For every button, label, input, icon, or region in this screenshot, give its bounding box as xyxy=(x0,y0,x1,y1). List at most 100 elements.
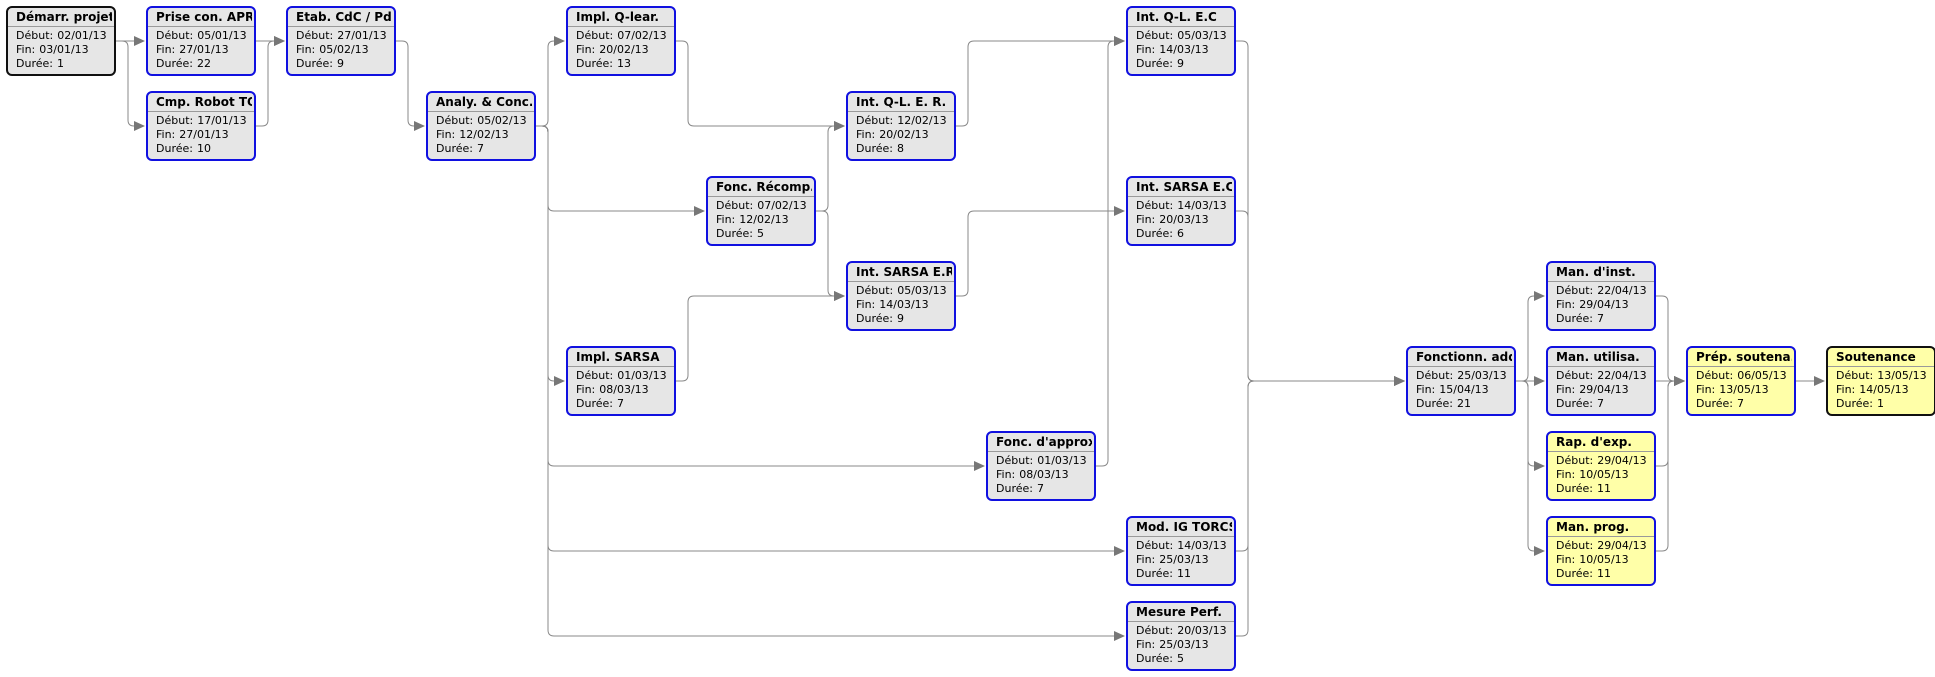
arrowhead xyxy=(1674,376,1685,386)
task-end-date-label: Fin: xyxy=(716,213,736,226)
task-end-date-row: Fin:15/04/13 xyxy=(1416,383,1489,396)
task-end-date-row: Fin:20/02/13 xyxy=(576,43,649,56)
dependency-edge xyxy=(676,40,834,127)
task-end-date-row: Fin:14/03/13 xyxy=(856,298,929,311)
dependency-edge xyxy=(536,125,694,212)
task-end-date: 25/03/13 xyxy=(1159,553,1209,566)
task-start-date-label: Début: xyxy=(1136,539,1174,552)
task-start-date-row: Début:22/04/13 xyxy=(1556,284,1647,297)
task-start-date-row: Début:29/04/13 xyxy=(1556,539,1647,552)
task-start-date: 05/03/13 xyxy=(897,284,947,297)
arrowhead xyxy=(1394,376,1405,386)
task-end-date-label: Fin: xyxy=(1556,383,1576,396)
task-end-date-row: Fin:20/02/13 xyxy=(856,128,929,141)
task-end-date-row: Fin:14/05/13 xyxy=(1836,383,1909,396)
task-start-date-label: Début: xyxy=(296,29,334,42)
task-duration: 1 xyxy=(56,57,64,70)
task-divider xyxy=(148,26,254,27)
task-duration-row: Durée:11 xyxy=(1136,567,1191,580)
task-node-prepsout[interactable]: Prép. soutena...Début:06/05/13Fin:13/05/… xyxy=(1686,346,1796,416)
task-start-date: 06/05/13 xyxy=(1737,369,1787,382)
task-duration-label: Durée: xyxy=(1696,397,1733,410)
task-title: Mesure Perf. xyxy=(1136,605,1222,619)
task-duration-label: Durée: xyxy=(1556,397,1593,410)
task-start-date-row: Début:14/03/13 xyxy=(1136,539,1227,552)
task-duration-label: Durée: xyxy=(1556,312,1593,325)
task-end-date-label: Fin: xyxy=(1696,383,1716,396)
task-start-date-row: Début:01/03/13 xyxy=(996,454,1087,467)
task-title: Prép. soutena... xyxy=(1696,350,1792,364)
task-start-date-label: Début: xyxy=(1136,199,1174,212)
task-start-date-label: Début: xyxy=(996,454,1034,467)
task-divider xyxy=(1128,196,1234,197)
task-divider xyxy=(1548,366,1654,367)
task-divider xyxy=(1828,366,1934,367)
task-start-date-label: Début: xyxy=(1136,29,1174,42)
task-duration: 7 xyxy=(616,397,624,410)
task-start-date: 22/04/13 xyxy=(1597,284,1647,297)
arrowhead xyxy=(694,206,705,216)
dependency-edge xyxy=(816,125,835,212)
task-end-date: 10/05/13 xyxy=(1579,468,1629,481)
arrowhead xyxy=(134,36,145,46)
task-end-date-row: Fin:27/01/13 xyxy=(156,43,229,56)
task-title: Impl. Q-lear. xyxy=(576,10,659,24)
task-end-date-label: Fin: xyxy=(1416,383,1436,396)
task-start-date-row: Début:14/03/13 xyxy=(1136,199,1227,212)
task-divider xyxy=(148,111,254,112)
task-start-date: 17/01/13 xyxy=(197,114,247,127)
task-duration-label: Durée: xyxy=(1136,227,1173,240)
task-duration-row: Durée:11 xyxy=(1556,567,1611,580)
task-end-date-label: Fin: xyxy=(856,298,876,311)
task-end-date-row: Fin:12/02/13 xyxy=(436,128,509,141)
task-start-date: 05/02/13 xyxy=(477,114,527,127)
task-start-date: 29/04/13 xyxy=(1597,454,1647,467)
task-start-date: 12/02/13 xyxy=(897,114,947,127)
arrowhead xyxy=(414,121,425,131)
task-duration: 7 xyxy=(1596,397,1604,410)
task-end-date-label: Fin: xyxy=(1556,298,1576,311)
task-duration-label: Durée: xyxy=(1556,482,1593,495)
task-duration-row: Durée:6 xyxy=(1136,227,1184,240)
task-start-date-row: Début:22/04/13 xyxy=(1556,369,1647,382)
task-start-date-row: Début:05/03/13 xyxy=(1136,29,1227,42)
task-start-date-row: Début:05/02/13 xyxy=(436,114,527,127)
task-start-date-label: Début: xyxy=(576,369,614,382)
task-node-cmp[interactable]: Cmp. Robot TO...Début:17/01/13Fin:27/01/… xyxy=(146,91,256,161)
task-start-date: 02/01/13 xyxy=(57,29,107,42)
task-duration: 9 xyxy=(1176,57,1184,70)
task-start-date-label: Début: xyxy=(716,199,754,212)
task-title: Int. Q-L. E.C xyxy=(1136,10,1217,24)
task-start-date-row: Début:05/01/13 xyxy=(156,29,247,42)
task-end-date: 08/03/13 xyxy=(599,383,649,396)
task-duration-label: Durée: xyxy=(996,482,1033,495)
task-title: Impl. SARSA xyxy=(576,350,660,364)
task-divider xyxy=(1688,366,1794,367)
task-end-date: 20/03/13 xyxy=(1159,213,1209,226)
task-end-date: 12/02/13 xyxy=(459,128,509,141)
task-end-date: 15/04/13 xyxy=(1439,383,1489,396)
task-duration-row: Durée:8 xyxy=(856,142,904,155)
task-start-date-row: Début:02/01/13 xyxy=(16,29,107,42)
task-duration-label: Durée: xyxy=(156,57,193,70)
